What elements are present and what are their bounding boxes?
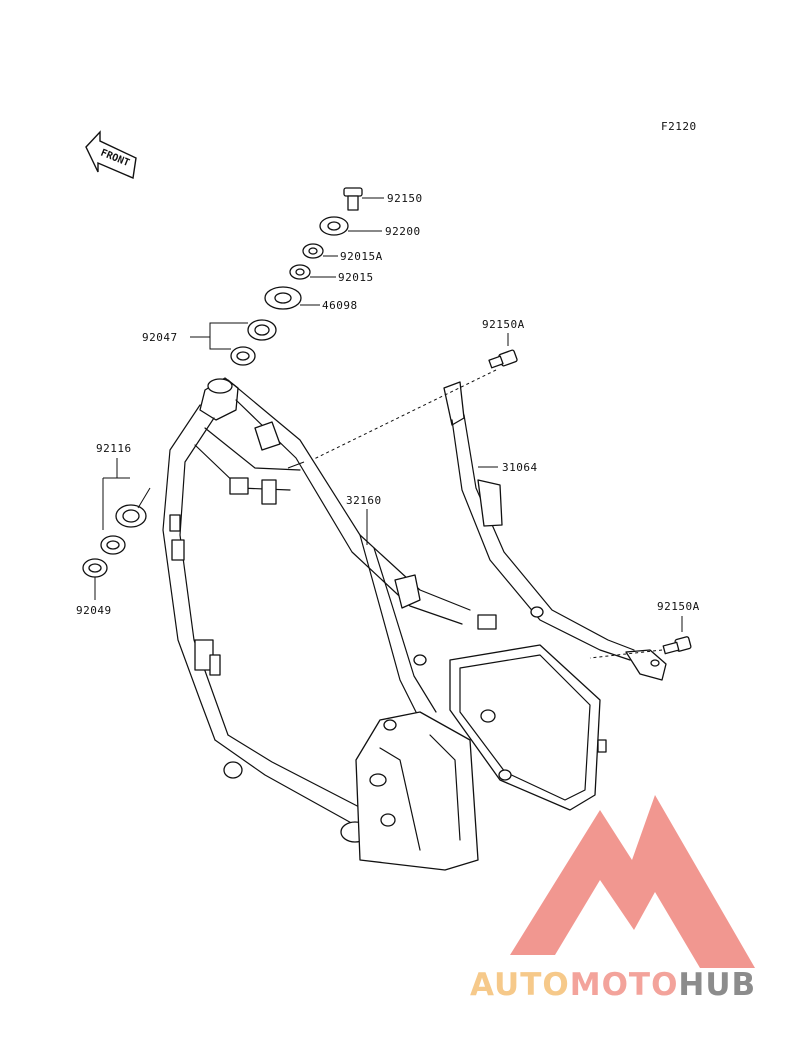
callout-92150: 92150 bbox=[387, 192, 423, 205]
callout-32160: 32160 bbox=[346, 494, 382, 507]
bolt-92150 bbox=[343, 187, 363, 211]
frame-32160 bbox=[162, 377, 607, 871]
callout-92049: 92049 bbox=[76, 604, 112, 617]
callout-92200: 92200 bbox=[385, 225, 421, 238]
callout-92150A-top: 92150A bbox=[482, 318, 525, 331]
watermark-text: AUTOMOTOHUB bbox=[470, 967, 756, 1003]
callout-31064: 31064 bbox=[502, 461, 538, 474]
bolt-92150A-bottom bbox=[662, 636, 692, 655]
frame-tube-31064 bbox=[443, 381, 667, 681]
callout-46098: 46098 bbox=[322, 299, 358, 312]
diagram-code: F2120 bbox=[661, 120, 697, 133]
front-arrow-icon: FRONT bbox=[85, 130, 137, 180]
bolt-92150A-top bbox=[488, 349, 518, 369]
callout-92116: 92116 bbox=[96, 442, 132, 455]
automotohub-logo-icon bbox=[510, 795, 755, 968]
callout-92015A: 92015A bbox=[340, 250, 383, 263]
callout-92150A-bottom: 92150A bbox=[657, 600, 700, 613]
callout-92047: 92047 bbox=[142, 331, 178, 344]
callout-92015: 92015 bbox=[338, 271, 374, 284]
